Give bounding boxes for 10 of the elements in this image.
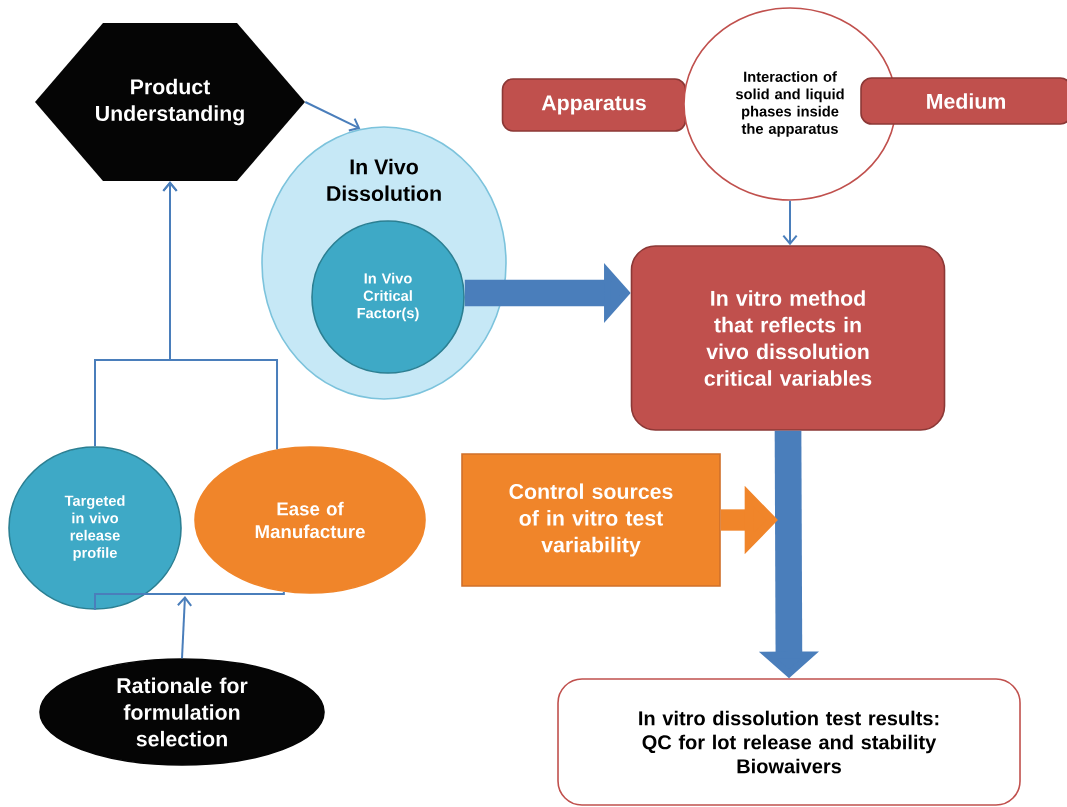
arrow xyxy=(782,199,798,246)
rounded-box: Apparatus xyxy=(501,78,687,132)
arrow xyxy=(304,101,361,132)
hexagon-box: Product Understanding xyxy=(35,23,305,181)
rounded-box: In vitro method that reflects in vivo dissolution critical variables xyxy=(630,245,946,431)
arrow xyxy=(162,181,278,451)
rounded-box: Medium xyxy=(860,77,1067,125)
box: Control sources of in vitro test variability xyxy=(461,453,721,587)
arrow xyxy=(176,596,193,660)
rounded-box: In vitro dissolution test results: QC for lot release and stability Biowaivers xyxy=(557,678,1021,806)
